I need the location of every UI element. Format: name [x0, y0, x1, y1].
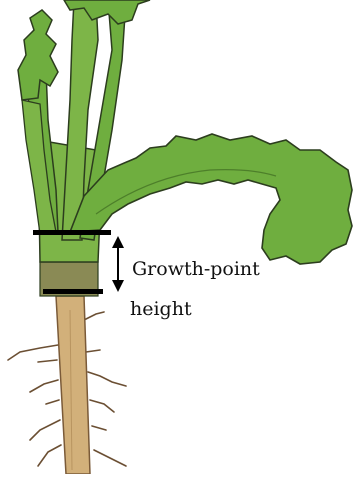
growth-point-label-line-2: height — [130, 300, 192, 319]
side-leaf — [70, 134, 352, 264]
upper-marker-line — [33, 230, 111, 235]
top-left-leaf — [18, 10, 58, 100]
tap-root — [56, 296, 90, 474]
double-headed-arrow-icon — [112, 236, 124, 292]
growth-point-label-line-1: Growth-point — [132, 260, 260, 279]
lower-marker-line — [43, 289, 103, 294]
